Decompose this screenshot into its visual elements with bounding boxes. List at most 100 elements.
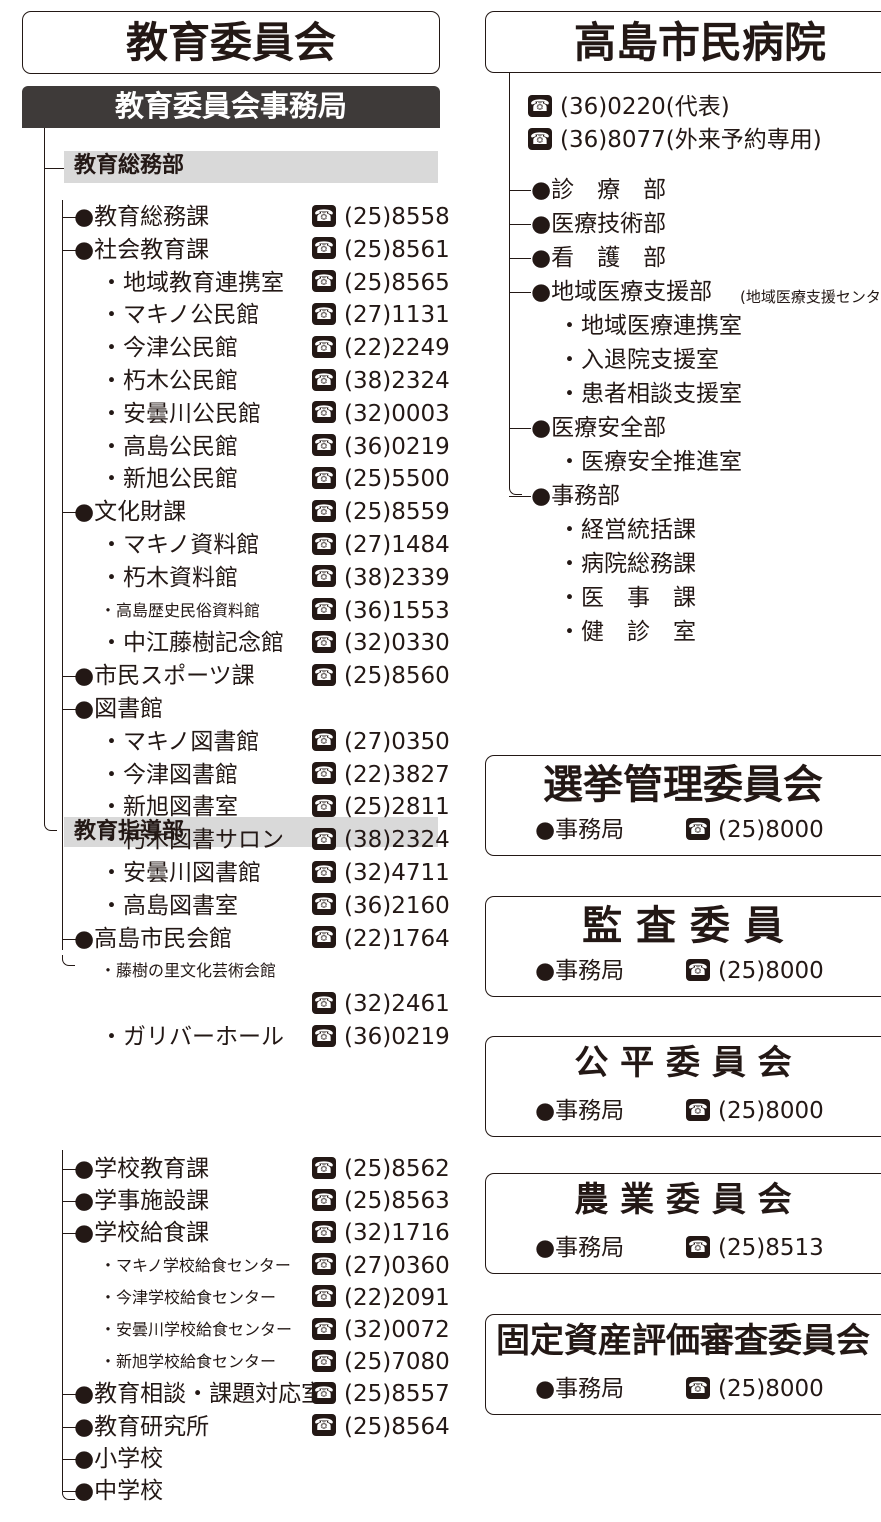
row-connector [62, 1491, 76, 1492]
phone-value: (36)2160 [344, 892, 450, 919]
row-connector [62, 1426, 76, 1428]
committee-phone: ☎(25)8000 [686, 813, 824, 847]
phone-number: ☎(22)1764 [312, 922, 450, 956]
facility-row: ・ガリバーホール☎(36)0219 [0, 1020, 470, 1054]
hospital-trunk [509, 73, 510, 483]
phone-value: (25)8560 [344, 663, 450, 690]
section-name: ●学校教育課 [74, 1156, 210, 1182]
hospital-phone-main: ☎(36)0220(代表) [528, 90, 730, 124]
facility-name: ・新旭図書室 [100, 794, 238, 821]
row-connector [509, 258, 531, 259]
phone-icon: ☎ [528, 127, 552, 150]
facility-name: ・藤樹の里文化芸術会館 [100, 961, 277, 981]
row-connector [62, 1458, 76, 1460]
facility-name: ・マキノ公民館 [100, 302, 260, 329]
phone-value: (25)5500 [344, 466, 450, 493]
section-row: ●図書館 [0, 692, 470, 726]
edu-trunk [44, 128, 45, 818]
committee-box [485, 1036, 881, 1137]
committee-title: 農 業 委 員 会 [574, 1180, 792, 1220]
row-connector [62, 1233, 76, 1235]
phone-value: (25)8513 [718, 1235, 824, 1261]
committee-phone: ☎(25)8000 [686, 1372, 824, 1406]
section-name: ●教育総務課 [74, 204, 210, 230]
phone-icon: ☎ [312, 466, 336, 489]
committee-phone: ☎(25)8513 [686, 1231, 824, 1265]
phone-icon: ☎ [312, 991, 336, 1014]
phone-value: (27)0350 [344, 728, 450, 755]
section-name: ●中学校 [74, 1478, 164, 1504]
hospital-phone-reserve-note: (外来予約専用) [665, 127, 822, 153]
row-connector [62, 512, 76, 514]
committee-office: ●事務局 [535, 817, 625, 843]
facility-row: ・安曇川図書館☎(32)4711 [0, 856, 470, 890]
committee-title: 監 査 委 員 [582, 903, 784, 949]
facility-name: ・安曇川公民館 [100, 400, 261, 427]
phone-number: ☎(36)0219 [312, 1020, 450, 1054]
committee-office: ●事務局 [535, 1235, 625, 1261]
section-row: ●文化財課☎(25)8559 [0, 495, 470, 529]
facility-row: ・マキノ学校給食センター☎(27)0360 [0, 1249, 470, 1283]
facility-row: ・マキノ公民館☎(27)1131 [0, 298, 470, 332]
phone-value: (25)8565 [344, 269, 450, 296]
hospital-dept-name: ●地域医療支援部 [531, 279, 713, 305]
phone-icon: ☎ [312, 794, 336, 817]
section-name: ●高島市民会館 [74, 925, 233, 952]
phone-value: (32)0072 [344, 1317, 450, 1343]
facility-name: ・マキノ資料館 [100, 532, 260, 558]
row-connector [62, 676, 76, 678]
phone-value: (25)8000 [718, 1098, 824, 1124]
facility-row: ・高島歴史民俗資料館☎(36)1553 [0, 594, 470, 628]
hospital-dept-name: ●医療技術部 [531, 211, 667, 237]
section-row: ●教育総務課☎(25)8558 [0, 200, 470, 234]
phone-icon: ☎ [312, 302, 336, 325]
phone-value: (25)8562 [344, 1156, 450, 1182]
hospital-dept-name: ●事務部 [531, 483, 621, 509]
committee-phone: ☎(25)8000 [686, 1094, 824, 1128]
row-connector [509, 224, 531, 225]
phone-number: ☎(25)8565 [312, 266, 450, 300]
phone-icon: ☎ [312, 1253, 336, 1276]
phone-icon: ☎ [312, 434, 336, 457]
section-row: ●中学校 [0, 1474, 470, 1508]
committee-box [485, 1314, 881, 1415]
facility-name: ・新旭学校給食センター [100, 1352, 277, 1372]
phone-number: ☎(25)8560 [312, 659, 450, 693]
hospital-office-name: ・健 診 室 [558, 619, 696, 645]
row-connector [62, 217, 76, 218]
section-row: ●社会教育課☎(25)8561 [0, 233, 470, 267]
facility-name: ・新旭公民館 [100, 466, 238, 493]
facility-row: ・新旭公民館 ☎ (25)5500 [0, 462, 470, 496]
facility-name: ・高島公民館 [100, 433, 238, 460]
hospital-office-name: ・地域医療連携室 [558, 313, 742, 339]
hospital-phone-main-note: (代表) [665, 94, 730, 120]
phone-icon: ☎ [312, 1156, 336, 1179]
facility-name: ・朽木公民館 [100, 368, 238, 394]
committee-office: ●事務局 [535, 1376, 625, 1402]
section-name: ●図書館 [74, 696, 164, 722]
section1-trunk-end [62, 955, 75, 966]
facility-row: ・新旭図書室 ☎(25)2811 [0, 790, 470, 824]
phone-value: (25)8557 [344, 1381, 450, 1408]
facility-row: ・地域教育連携室☎(25)8565 [0, 266, 470, 300]
phone-value: (25)8000 [718, 958, 824, 984]
phone-number: ☎ (25)5500 [312, 462, 450, 496]
phone-icon: ☎ [312, 335, 336, 358]
facility-row: ・高島公民館☎(36)0219 [0, 430, 470, 464]
phone-icon: ☎ [312, 401, 336, 424]
row-connector [509, 428, 531, 429]
committee-box [485, 1173, 881, 1274]
phone-icon: ☎ [312, 1414, 336, 1437]
phone-value: (25)8564 [344, 1413, 450, 1440]
facility-row: ・今津学校給食センター☎(22)2091 [0, 1281, 470, 1315]
section-row: ●小学校 [0, 1442, 470, 1476]
facility-row: ・マキノ図書館☎(27)0350 [0, 725, 470, 759]
hospital-title: 高島市民病院 [573, 18, 826, 67]
phone-value: (36)1553 [344, 597, 450, 624]
phone-number: ☎(38)2339 [312, 561, 450, 595]
phone-value: (22)3827 [344, 761, 450, 788]
row-connector [509, 496, 531, 497]
facility-name: ・高島図書室 [100, 892, 238, 919]
phone-number: ☎(25)2811 [312, 790, 450, 824]
phone-number: ☎(32)1716 [312, 1216, 450, 1250]
